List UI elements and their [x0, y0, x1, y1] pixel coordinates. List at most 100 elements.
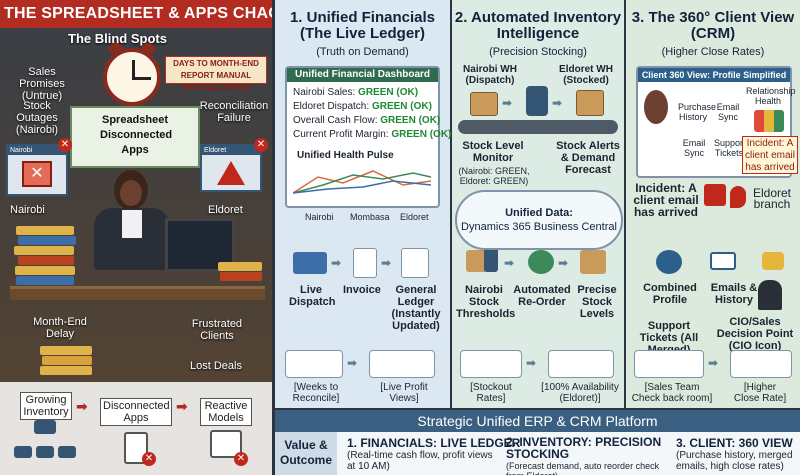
disconnected-apps-box: Disconnected Apps: [100, 398, 172, 426]
availability-chart-icon: [548, 350, 614, 378]
arrow-right-icon: ➡: [504, 256, 515, 270]
eldoret-label: Eldoret: [208, 204, 243, 216]
col2-subtitle: (Precision Stocking): [489, 46, 587, 58]
col3-subtitle: (Higher Close Rates): [661, 46, 765, 58]
eldoret-branch-label: Eldoret branch: [752, 186, 792, 211]
health-pulse-chart-icon: [293, 170, 432, 194]
live-profit-views-label: [Live Profit Views]: [380, 382, 428, 404]
growing-inventory-box: Growing Inventory: [20, 392, 72, 420]
fin-row-cashflow: Overall Cash Flow: GREEN (OK): [293, 115, 441, 126]
incident-note: Incident: A client email has arrived: [742, 136, 798, 174]
outcome-body-financials: (Real-time cash flow, profit views at 10…: [347, 450, 493, 472]
availability-label: [100% Availability (Eldoret)]: [541, 382, 619, 404]
stock-box-icon: [580, 250, 606, 274]
client-avatar: [644, 90, 668, 124]
close-x-icon: ✕: [142, 452, 156, 466]
purchase-history-item: Purchase History: [678, 102, 717, 122]
email-icon: [710, 252, 736, 270]
fin-row-nairobi: Nairobi Sales: GREEN (OK): [293, 87, 419, 98]
col1-subtitle: (Truth on Demand): [316, 46, 409, 58]
pulse-title: Unified Health Pulse: [297, 150, 394, 161]
arrow-right-icon: ➡: [331, 256, 342, 270]
outcome-strip: [275, 432, 800, 475]
truck-icon: [293, 252, 327, 274]
warning-icon: [217, 161, 245, 185]
arrow-right-icon: ➡: [347, 356, 358, 370]
cloud-title: Unified Data:: [505, 207, 573, 219]
fin-row-eldoret: Eldoret Dispatch: GREEN (OK): [293, 101, 432, 112]
database-icon: [526, 86, 548, 116]
chaos-panel: THE SPREADSHEET & APPS CHAOS The Blind S…: [0, 0, 272, 475]
error-x-icon: ✕: [22, 161, 52, 187]
email-sync-item: Email Sync: [716, 102, 740, 122]
stockout-rates-label: [Stockout Rates]: [470, 382, 512, 404]
col2-title: 2. Automated Inventory Intelligence: [454, 9, 622, 42]
pulse-label-eldoret: Eldoret: [400, 212, 429, 222]
weeks-chart-icon: [285, 350, 343, 378]
arrow-right-icon: ➡: [708, 356, 719, 370]
conveyor-belt-icon: [458, 120, 618, 134]
stock-monitor-status: (Nairobi: GREEN, Eldoret: GREEN): [458, 166, 530, 186]
relationship-health-label: Relationship Health: [746, 86, 796, 106]
arrow-right-icon: ➡: [381, 256, 392, 270]
alarm-clock-icon: [103, 43, 161, 106]
computer-icon: [36, 446, 54, 458]
alert-burst-icon: [704, 184, 726, 206]
combined-profile-label: Combined Profile: [643, 282, 697, 306]
spreadsheet-disconnected-label: Spreadsheet Disconnected Apps: [100, 114, 173, 156]
financial-dashboard-card: Unified Financial Dashboard Nairobi Sale…: [285, 66, 451, 208]
invoice-label: Invoice: [343, 284, 381, 296]
outcome-body-inventory: (Forecast demand, auto reorder check fro…: [506, 461, 660, 475]
fin-row-margin: Current Profit Margin: GREEN (OK): [293, 129, 452, 140]
boxes-icon: [466, 250, 488, 272]
arrow-right-icon: ➡: [502, 96, 513, 110]
live-dispatch-label: Live Dispatch: [289, 284, 336, 308]
arrow-right-icon: ➡: [76, 398, 88, 414]
location-pin-icon: [730, 186, 746, 208]
incident-big-label: Incident: A client email has arrived: [633, 181, 699, 219]
nairobi-label: Nairobi: [10, 204, 45, 216]
close-rate-chart-icon: [730, 350, 792, 378]
lost-deals-label: Lost Deals: [190, 360, 242, 372]
nairobi-wh-label: Nairobi WH (Dispatch): [463, 64, 517, 86]
invoice-icon: [353, 248, 377, 278]
reorder-cycle-icon: [528, 250, 554, 274]
outcome-body-client: (Purchase history, merged emails, high c…: [676, 450, 793, 472]
stockout-chart-icon: [460, 350, 522, 378]
pulse-label-nairobi: Nairobi: [305, 212, 334, 222]
nairobi-app-window: Nairobi ✕: [6, 144, 68, 196]
dashboard-title: Unified Financial Dashboard: [287, 68, 438, 82]
ledger-icon: [401, 248, 429, 278]
close-x-icon: ✕: [58, 138, 72, 152]
arrow-right-icon: ➡: [176, 398, 188, 414]
arrow-right-icon: ➡: [526, 356, 537, 370]
sales-check-icon: [634, 350, 704, 378]
frustrated-clients-label: Frustrated Clients: [191, 318, 243, 342]
arrow-right-icon: ➡: [558, 256, 569, 270]
emails-history-label: Emails & History: [710, 282, 758, 306]
chaos-title: THE SPREADSHEET & APPS CHAOS: [0, 0, 272, 28]
close-x-icon: ✕: [254, 138, 268, 152]
month-end-delay-label: Month-End Delay: [33, 316, 87, 340]
database-icon: [484, 246, 498, 272]
reactive-models-box: Reactive Models: [200, 398, 252, 426]
chat-icon: [762, 252, 784, 270]
cloud-platform: Dynamics 365 Business Central: [461, 221, 617, 233]
sales-team-check-label: [Sales Team Check back room]: [631, 382, 713, 404]
unified-financials-column: 1. Unified Financials (The Live Ledger) …: [275, 0, 451, 408]
clipboard-icon: [124, 432, 148, 464]
eldoret-wh-label: Eldoret WH (Stocked): [559, 64, 613, 86]
higher-close-rate-label: [Higher Close Rate]: [733, 382, 787, 404]
eldoret-app-window: Eldoret: [200, 144, 262, 192]
folder-stack-icon: [16, 226, 74, 235]
health-heatmap-icon: [754, 110, 784, 132]
outcome-head-financials: 1. FINANCIALS: LIVE LEDGER: [347, 436, 521, 450]
computer-icon: [58, 446, 76, 458]
stock-alerts-label: Stock Alerts & Demand Forecast: [556, 140, 620, 176]
col3-title: 3. The 360° Client View (CRM): [631, 9, 795, 42]
pulse-label-mombasa: Mombasa: [350, 212, 390, 222]
days-to-month-end-box: DAYS TO MONTH-END REPORT MANUAL RECONCIL…: [165, 56, 267, 92]
close-x-icon: ✕: [234, 452, 248, 466]
cio-icon: [758, 280, 782, 310]
precise-stock-label: Precise Stock Levels: [577, 284, 617, 320]
